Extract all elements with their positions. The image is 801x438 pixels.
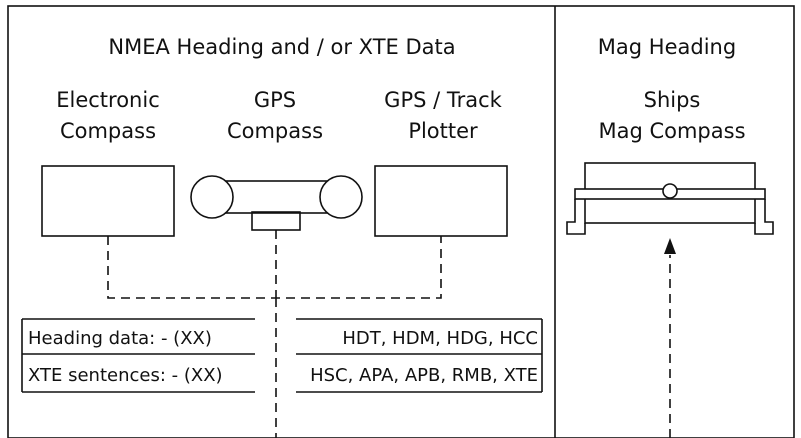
gps-compass-base — [251, 211, 301, 231]
ships-mag-compass-label-line2: Mag Compass — [598, 119, 745, 143]
heading-data-label: Heading data: - (XX) — [28, 328, 212, 349]
gps-compass-right-sphere — [319, 175, 363, 219]
gps-plotter-box — [374, 165, 508, 237]
electronic-compass-label-line2: Compass — [60, 119, 156, 143]
wiring-dashed-bus — [107, 236, 442, 299]
mag-compass-sensor — [662, 183, 678, 199]
sentence-table: Heading data: - (XX) XTE sentences: - (X… — [21, 318, 543, 393]
ships-mag-compass-label-line1: Ships — [644, 88, 701, 112]
mag-panel-title: Mag Heading — [598, 35, 736, 59]
mag-compass-left-bracket — [566, 199, 586, 235]
gps-compass-label-line1: GPS — [254, 88, 296, 112]
electronic-compass-label-line1: Electronic — [56, 88, 160, 112]
gps-compass-left-sphere — [190, 175, 234, 219]
xte-sentences-list: HSC, APA, APB, RMB, XTE — [310, 365, 538, 386]
nmea-panel-title: NMEA Heading and / or XTE Data — [108, 35, 455, 59]
ships-mag-compass-symbol — [566, 162, 774, 235]
mag-compass-right-bracket — [754, 199, 774, 235]
mag-sensor-arrowhead — [664, 238, 676, 254]
outer-frame — [7, 5, 795, 438]
xte-sentences-label: XTE sentences: - (XX) — [28, 365, 223, 386]
gps-compass-label-line2: Compass — [227, 119, 323, 143]
gps-compass-symbol — [190, 175, 363, 231]
heading-data-sentences: HDT, HDM, HDG, HCC — [342, 328, 538, 349]
gps-plotter-label-line2: Plotter — [408, 119, 478, 143]
gps-plotter-label-line1: GPS / Track — [384, 88, 502, 112]
electronic-compass-box — [41, 165, 175, 237]
